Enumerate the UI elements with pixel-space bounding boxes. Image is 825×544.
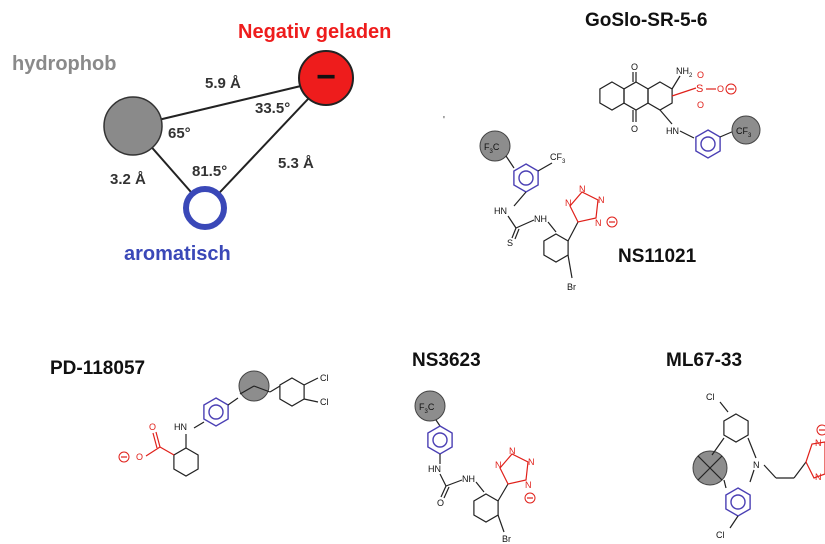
- bromo-ring-ns3623: [473, 493, 499, 523]
- compound-ml67-33: ML67-33 Cl N N N Cl: [666, 350, 825, 540]
- tetrazole-ns3623: [499, 453, 529, 485]
- aromatic-ring-pd: [203, 397, 229, 427]
- hydrophobic-feature-circle: [103, 96, 163, 156]
- compound-goslo-sr-5-6: GoSlo-SR-5-6 O O NH2 S O O O HN CF3: [585, 10, 761, 159]
- angle-hydrophobic: 65°: [168, 125, 191, 142]
- compound-name-pd: PD-118057: [50, 358, 145, 379]
- ring-middle: [623, 81, 649, 111]
- aromatic-ring-ns3623: [427, 425, 453, 455]
- svg-text:N: N: [525, 480, 532, 490]
- atom-cf3: CF3: [736, 126, 752, 139]
- tetrazole-ml: [805, 441, 825, 479]
- benzoate-ring-pd: [173, 447, 199, 477]
- aromatic-ring-circle: [183, 186, 227, 230]
- svg-text:N: N: [509, 446, 516, 456]
- atom-o3: O: [717, 84, 724, 94]
- atom-br-ns3623: Br: [502, 534, 511, 544]
- distance-aromatic-negative: 5.3 Å: [278, 155, 314, 172]
- angle-aromatic: 81.5°: [192, 163, 227, 180]
- atom-hn: HN: [666, 126, 679, 136]
- bromo-ring-ns11021: [543, 233, 569, 263]
- edge-aromatic-negative: [204, 79, 327, 209]
- atom-o2: O: [697, 100, 704, 110]
- negative-charge-circle: [298, 50, 354, 106]
- atom-cl2-ml: Cl: [716, 530, 725, 540]
- svg-text:N: N: [565, 198, 572, 208]
- atom-nh2: NH2: [676, 66, 693, 79]
- compound-name-goslo: GoSlo-SR-5-6: [585, 10, 707, 31]
- tetrazole-ns11021: [569, 191, 599, 223]
- dichloro-ring-pd: [279, 377, 305, 407]
- compound-ns3623: NS3623 F3C HN O NH Br N N N N: [412, 350, 536, 544]
- edge-hydrophobic-negative: [132, 79, 327, 127]
- atom-hn-pd: HN: [174, 422, 187, 432]
- atom-o1: O: [697, 70, 704, 80]
- pharmacophore-model: − hydrophob Negativ geladen aromatisch 5…: [12, 21, 391, 265]
- atom-o2-pd: O: [136, 452, 143, 462]
- svg-text:N: N: [815, 472, 822, 482]
- atom-o-ns3623: O: [437, 498, 444, 508]
- distance-hydrophobic-aromatic: 3.2 Å: [110, 171, 146, 188]
- svg-text:N: N: [595, 218, 602, 228]
- hydrophobic-f3c-ns11021: [479, 130, 511, 162]
- upper-ring-ml: [723, 413, 749, 443]
- angle-negative: 33.5°: [255, 100, 290, 117]
- compound-name-ml: ML67-33: [666, 350, 742, 371]
- atom-f3c-ns3623: F3C: [419, 402, 435, 415]
- atom-cl2-pd: Cl: [320, 397, 329, 407]
- ring-right: [647, 81, 673, 111]
- atom-f3c: F3C: [484, 142, 500, 155]
- svg-text:N: N: [598, 195, 605, 205]
- atom-nh-ns11021: NH: [534, 214, 547, 224]
- negative-charge-label: Negativ geladen: [238, 21, 391, 43]
- distance-hydrophobic-negative: 5.9 Å: [205, 75, 241, 92]
- aromatic-ring-ns11021: [513, 163, 539, 193]
- aromatic-ring-ml: [725, 487, 751, 517]
- atom-s-ns11021: S: [507, 238, 513, 248]
- svg-text:N: N: [815, 438, 822, 448]
- atom-o1-pd: O: [149, 422, 156, 432]
- compound-name-ns3623: NS3623: [412, 350, 481, 371]
- atom-cl1-pd: Cl: [320, 373, 329, 383]
- atom-br-ns11021: Br: [567, 282, 576, 292]
- atom-s: S: [696, 83, 703, 95]
- aromatic-ring-goslo: [695, 129, 721, 159]
- hydrophobic-f3c-ns3623: [414, 390, 446, 422]
- svg-text:N: N: [579, 184, 586, 194]
- svg-text:N: N: [528, 457, 535, 467]
- atom-cf3-ns11021: CF3: [550, 152, 566, 165]
- atom-nh-ns3623: NH: [462, 474, 475, 484]
- atom-hn-ns3623: HN: [428, 464, 441, 474]
- aromatic-label: aromatisch: [124, 243, 231, 265]
- compound-name-ns11021: NS11021: [618, 246, 697, 267]
- ring-left: [599, 81, 625, 111]
- atom-hn-ns11021: HN: [494, 206, 507, 216]
- svg-text:N: N: [495, 460, 502, 470]
- hydrophobic-label: hydrophob: [12, 53, 116, 75]
- atom-cl1-ml: Cl: [706, 392, 715, 402]
- compound-pd-118057: PD-118057 O O HN Cl Cl: [50, 358, 329, 477]
- compound-ns11021: NS11021 F3C CF3 HN S NH Br N N N N: [479, 130, 697, 292]
- hydrophobic-cf3-goslo: [731, 115, 761, 145]
- atom-o-top: O: [631, 62, 638, 72]
- stray-mark: ': [443, 115, 445, 126]
- atom-o-bottom: O: [631, 124, 638, 134]
- atom-n-ml: N: [753, 460, 760, 470]
- minus-sign: −: [316, 58, 336, 96]
